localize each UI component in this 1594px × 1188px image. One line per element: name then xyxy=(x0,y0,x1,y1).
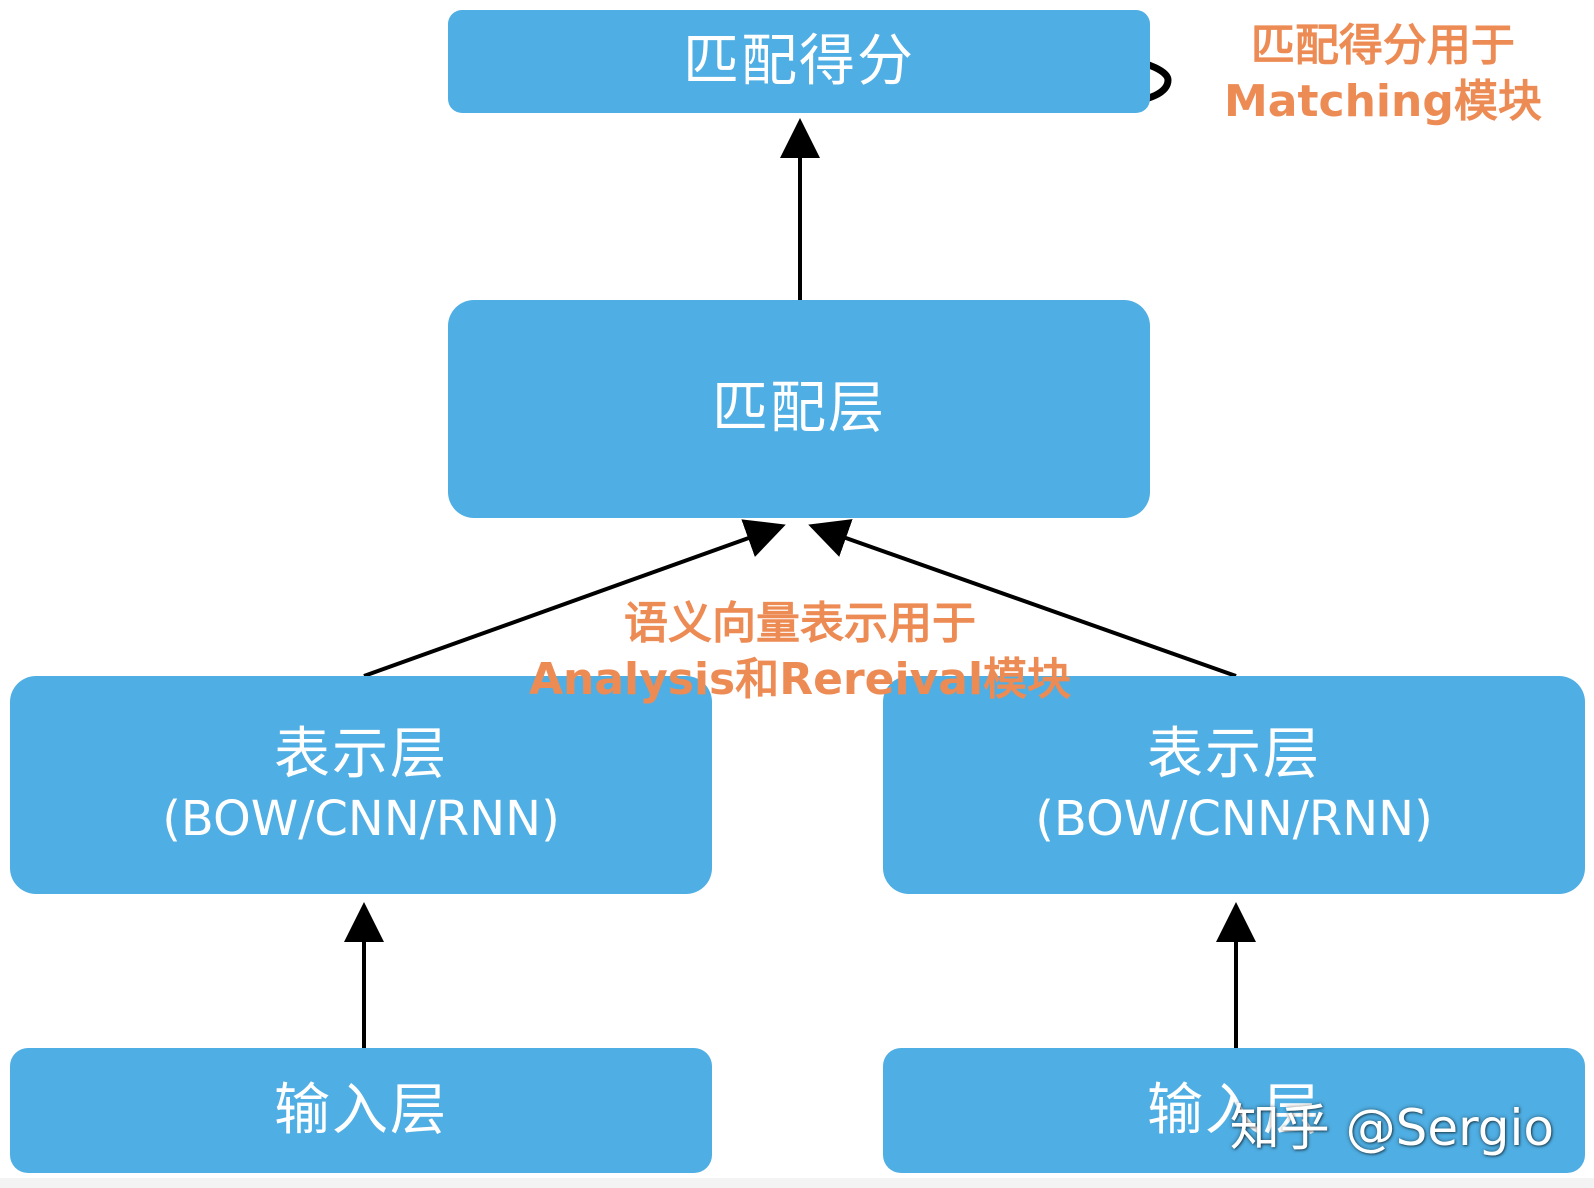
semantic-vector-annotation-line1: 语义向量表示用于 xyxy=(624,598,976,649)
representation-layer-right-label: 表示层 xyxy=(1147,722,1321,788)
bottom-strip xyxy=(0,1178,1594,1188)
input-layer-right-node: 输入层 xyxy=(883,1048,1585,1173)
semantic-vector-annotation: 语义向量表示用于 Analysis和Rereival模块 xyxy=(520,596,1080,709)
representation-layer-left-sublabel: (BOW/CNN/RNN) xyxy=(162,790,560,847)
score-annotation: 匹配得分用于 Matching模块 xyxy=(1224,18,1542,131)
matching-layer-label: 匹配层 xyxy=(712,376,886,442)
representation-layer-right-sublabel: (BOW/CNN/RNN) xyxy=(1035,790,1433,847)
matching-layer-node: 匹配层 xyxy=(448,300,1150,518)
representation-layer-left-label: 表示层 xyxy=(274,722,448,788)
score-annotation-line1: 匹配得分用于 xyxy=(1250,20,1515,71)
input-layer-left-label: 输入层 xyxy=(274,1077,448,1143)
score-node: 匹配得分 xyxy=(448,10,1150,113)
input-layer-right-label: 输入层 xyxy=(1147,1077,1321,1143)
representation-layer-right-node: 表示层 (BOW/CNN/RNN) xyxy=(883,676,1585,894)
semantic-vector-annotation-line2: Analysis和Rereival模块 xyxy=(528,654,1072,706)
score-node-label: 匹配得分 xyxy=(683,28,915,94)
watermark: 知乎 @Sergio xyxy=(1229,1099,1554,1157)
input-layer-left-node: 输入层 xyxy=(10,1048,712,1173)
score-annotation-line2: Matching模块 xyxy=(1224,76,1542,128)
representation-layer-left-node: 表示层 (BOW/CNN/RNN) xyxy=(10,676,712,894)
